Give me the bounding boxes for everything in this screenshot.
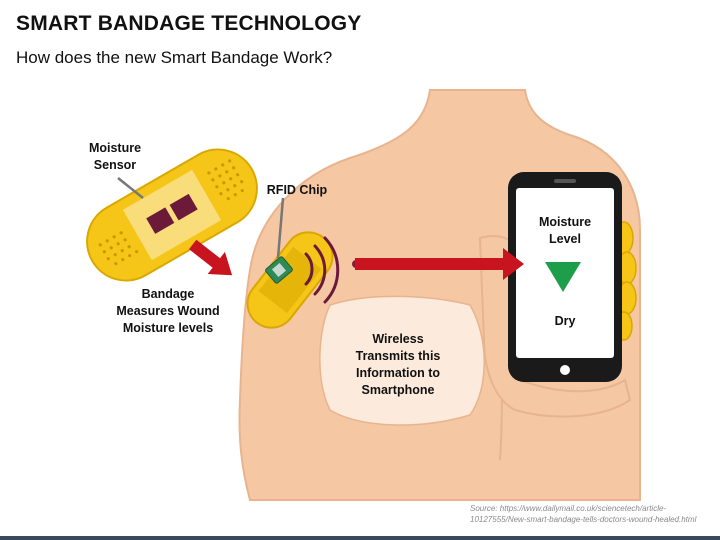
red-arrow-to-shoulder (188, 239, 233, 276)
bandage-small (246, 231, 334, 329)
moisture-sensor-label: Moisture Sensor (88, 141, 142, 172)
source-citation: Source: https://www.dailymail.co.uk/scie… (470, 504, 697, 524)
smartphone (508, 172, 622, 382)
bottom-bar (0, 536, 720, 540)
wireless-label: Wireless Transmits this Information to S… (355, 332, 441, 397)
wireless-signal-icon (304, 236, 340, 304)
rfid-chip-label: RFID Chip (266, 183, 328, 197)
down-triangle-icon (545, 262, 581, 292)
rfid-chip-pointer (276, 197, 285, 259)
page-subtitle: How does the new Smart Bandage Work? (16, 48, 333, 67)
phone-moisture-heading: Moisture Level (538, 215, 592, 246)
bandage-large (86, 148, 258, 282)
red-arrow-to-phone (352, 248, 524, 280)
chest-highlight (319, 295, 485, 426)
phone-status-text: Dry (554, 314, 576, 328)
page-title: SMART BANDAGE TECHNOLOGY (16, 12, 362, 35)
moisture-sensor-pointer (117, 177, 144, 199)
rfid-chip-icon (265, 256, 293, 284)
bandage-measures-label: Bandage Measures Wound Moisture levels (116, 287, 220, 335)
